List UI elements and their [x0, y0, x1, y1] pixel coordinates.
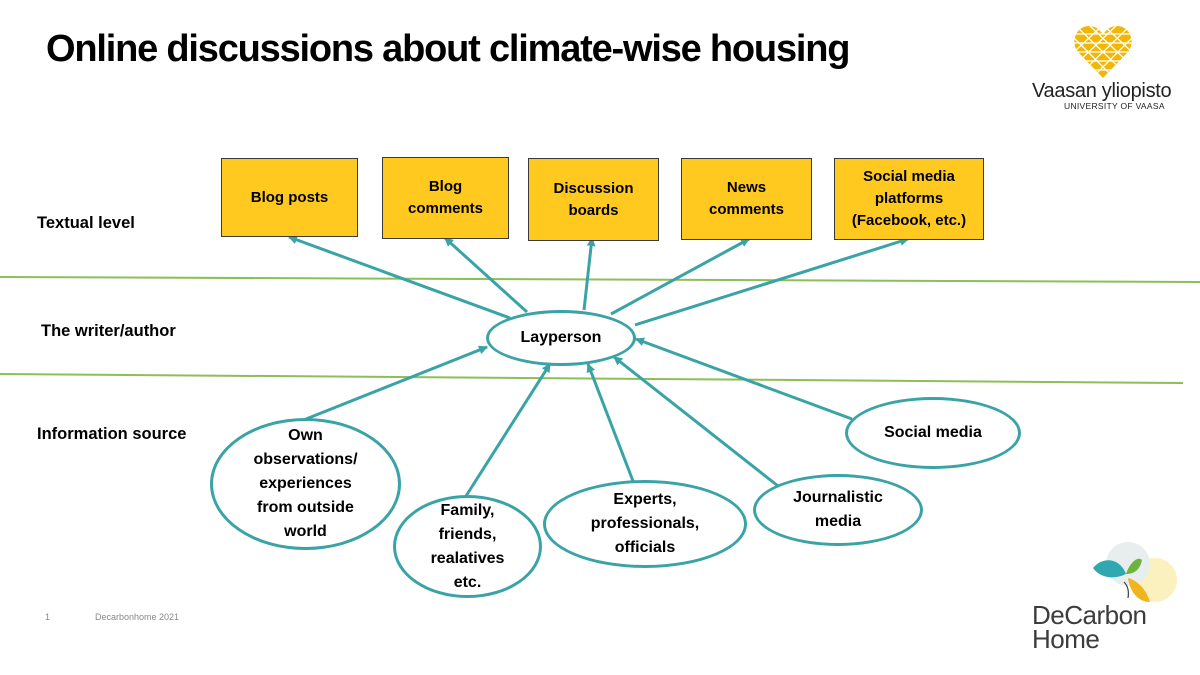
- arrow-from-own-observations: [305, 345, 488, 421]
- source-node-own-observations: Own observations/ experiences from outsi…: [210, 418, 401, 550]
- arrow-to-discussion-boards: [582, 237, 596, 311]
- output-label: Discussion: [553, 179, 634, 197]
- arrow-to-blog-posts: [288, 235, 511, 320]
- arrow-from-social-media: [635, 337, 853, 421]
- level-label-textual: Textual level: [37, 214, 135, 232]
- arrow-to-social-media-platforms: [634, 237, 909, 327]
- source-node-family: Family, friends, realatives etc.: [393, 495, 542, 598]
- arrow-from-family: [464, 363, 552, 497]
- source-node-experts: Experts, professionals, officials: [543, 480, 747, 568]
- output-label: Blog posts: [250, 188, 329, 206]
- arrow-from-experts: [586, 363, 635, 482]
- university-name: Vaasan yliopisto: [1032, 80, 1172, 102]
- center-node-layperson: Layperson: [486, 310, 636, 366]
- output-label: comments: [407, 200, 484, 217]
- arrow-to-news-comments: [610, 237, 750, 316]
- source-node-journalistic-media: Journalistic media: [753, 474, 923, 546]
- output-box-social-media-platforms: Social media platforms (Facebook, etc.): [834, 158, 984, 240]
- output-box-discussion-boards: Discussion boards: [528, 158, 659, 241]
- output-box-news-comments: News comments: [681, 158, 812, 240]
- university-heart-logo: [1074, 24, 1132, 80]
- divider-line-lower: [0, 373, 1184, 384]
- decarbon-home-wordmark: DeCarbon Home: [1032, 600, 1147, 654]
- arrow-to-blog-comments: [443, 236, 529, 314]
- level-label-source: Information source: [37, 425, 187, 443]
- arrow-from-journalistic-media: [613, 355, 779, 488]
- footer-page-number: 1: [45, 612, 51, 622]
- output-box-blog-posts: Blog posts: [221, 158, 358, 237]
- output-label: boards: [568, 201, 619, 219]
- source-node-social-media: Social media: [845, 397, 1021, 469]
- output-label: comments: [708, 201, 785, 218]
- footer-text: Decarbonhome 2021: [95, 612, 180, 622]
- divider-line-upper: [0, 276, 1200, 283]
- slide-title: Online discussions about climate-wise ho…: [46, 28, 850, 70]
- output-label: platforms: [874, 190, 944, 207]
- decarbon-leaf-logo: [1093, 542, 1177, 602]
- output-box-blog-comments: Blog comments: [382, 157, 509, 239]
- output-label: (Facebook, etc.): [851, 212, 967, 229]
- output-label: Social media: [863, 168, 955, 185]
- output-label: Blog: [428, 178, 463, 195]
- university-subtitle: UNIVERSITY OF VAASA: [1064, 101, 1165, 111]
- level-label-writer: The writer/author: [41, 322, 176, 340]
- output-label: News: [726, 179, 767, 196]
